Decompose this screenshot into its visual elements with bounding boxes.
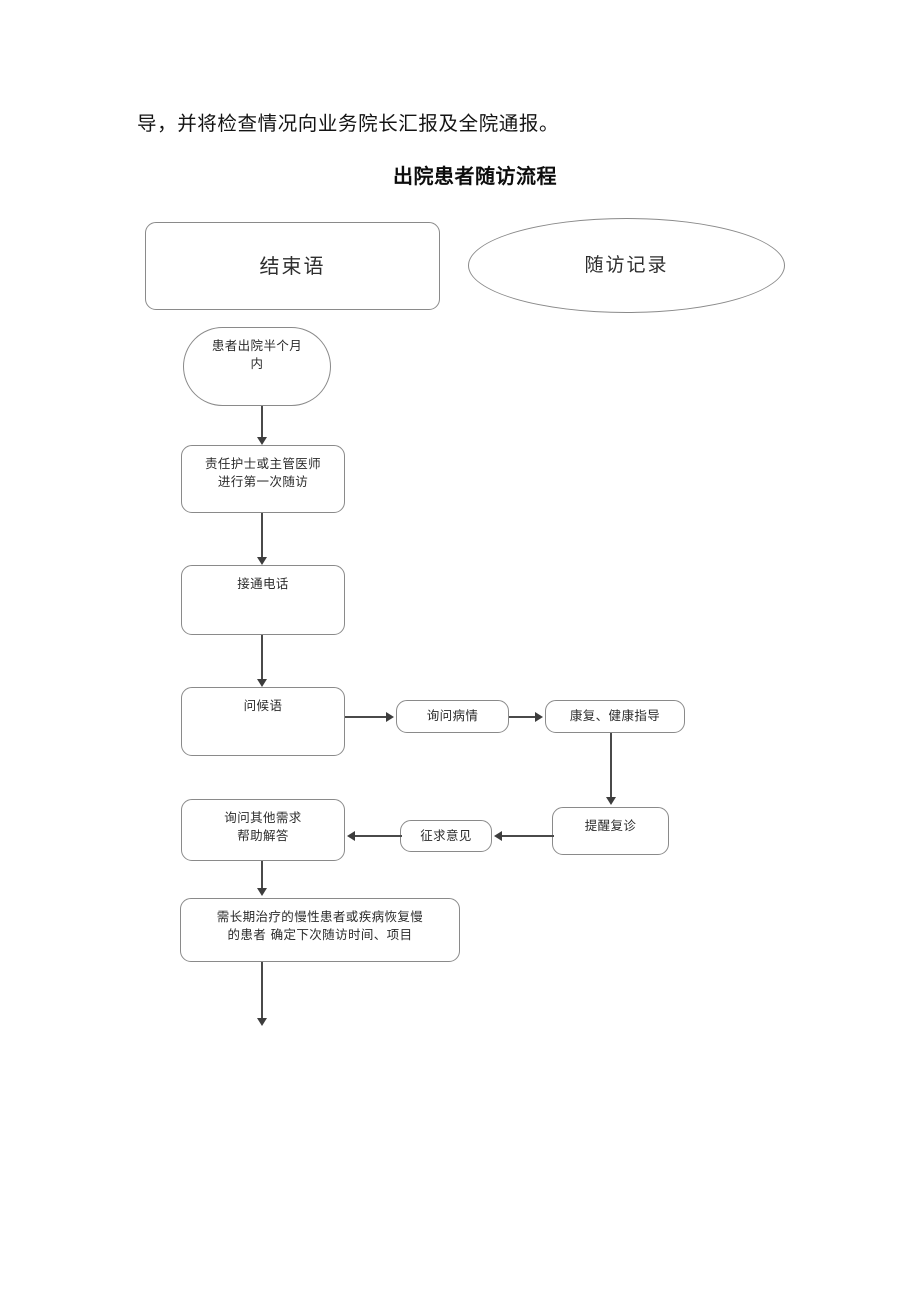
- edge-nextplan-terminal-arrow: [257, 1018, 267, 1026]
- node-other-needs-help[interactable]: 询问其他需求 帮助解答: [181, 799, 345, 861]
- edge-otherneeds-to-nextplan-arrow: [257, 888, 267, 896]
- node-connect-call-label: 接通电话: [237, 576, 289, 591]
- node-half-month-after-discharge-label: 患者出院半个月 内: [211, 338, 303, 372]
- edge-nextplan-terminal: [261, 962, 263, 1020]
- node-ask-condition-label: 询问病情: [426, 708, 479, 724]
- edge-askcond-to-guidance: [509, 716, 537, 718]
- edge-halfmonth-to-firstvisit: [261, 406, 263, 439]
- body-paragraph-line: 导，并将检查情况向业务院长汇报及全院通报。: [137, 112, 560, 135]
- edge-firstvisit-to-call-arrow: [257, 557, 267, 565]
- edge-feedback-to-otherneeds: [355, 835, 402, 837]
- edge-askcond-to-guidance-arrow: [535, 712, 543, 722]
- edge-otherneeds-to-nextplan: [261, 861, 263, 890]
- edge-greeting-to-askcond: [345, 716, 388, 718]
- edge-guidance-to-remindvisit: [610, 733, 612, 799]
- node-greeting[interactable]: 问候语: [181, 687, 345, 756]
- node-remind-revisit[interactable]: 提醒复诊: [552, 807, 669, 855]
- edge-feedback-to-otherneeds-arrow: [347, 831, 355, 841]
- edge-call-to-greeting: [261, 635, 263, 681]
- node-other-needs-help-label: 询问其他需求 帮助解答: [224, 810, 302, 844]
- node-conclusion-label: 结束语: [259, 253, 326, 278]
- node-connect-call[interactable]: 接通电话: [181, 565, 345, 635]
- node-conclusion[interactable]: 结束语: [145, 222, 440, 310]
- node-rehab-health-guidance[interactable]: 康复、健康指导: [545, 700, 685, 733]
- node-rehab-health-guidance-label: 康复、健康指导: [569, 708, 661, 724]
- node-next-followup-plan-label: 需长期治疗的慢性患者或疾病恢复慢 的患者 确定下次随访时间、项目: [216, 909, 424, 943]
- node-first-followup-visit[interactable]: 责任护士或主管医师 进行第一次随访: [181, 445, 345, 513]
- node-greeting-label: 问候语: [243, 698, 283, 713]
- flowchart-title: 出院患者随访流程: [393, 164, 557, 188]
- edge-halfmonth-to-firstvisit-arrow: [257, 437, 267, 445]
- node-solicit-feedback[interactable]: 征求意见: [400, 820, 492, 852]
- node-half-month-after-discharge[interactable]: 患者出院半个月 内: [183, 327, 331, 406]
- node-ask-condition[interactable]: 询问病情: [396, 700, 509, 733]
- node-solicit-feedback-label: 征求意见: [420, 827, 472, 843]
- edge-call-to-greeting-arrow: [257, 679, 267, 687]
- node-followup-record[interactable]: 随访记录: [468, 218, 785, 313]
- edge-greeting-to-askcond-arrow: [386, 712, 394, 722]
- node-first-followup-visit-label: 责任护士或主管医师 进行第一次随访: [204, 456, 322, 490]
- node-next-followup-plan[interactable]: 需长期治疗的慢性患者或疾病恢复慢 的患者 确定下次随访时间、项目: [180, 898, 460, 962]
- node-remind-revisit-label: 提醒复诊: [584, 818, 637, 833]
- edge-guidance-to-remindvisit-arrow: [606, 797, 616, 805]
- edge-firstvisit-to-call: [261, 513, 263, 559]
- node-followup-record-label: 随访记录: [584, 253, 669, 276]
- edge-remindvisit-to-feedback-arrow: [494, 831, 502, 841]
- edge-remindvisit-to-feedback: [502, 835, 554, 837]
